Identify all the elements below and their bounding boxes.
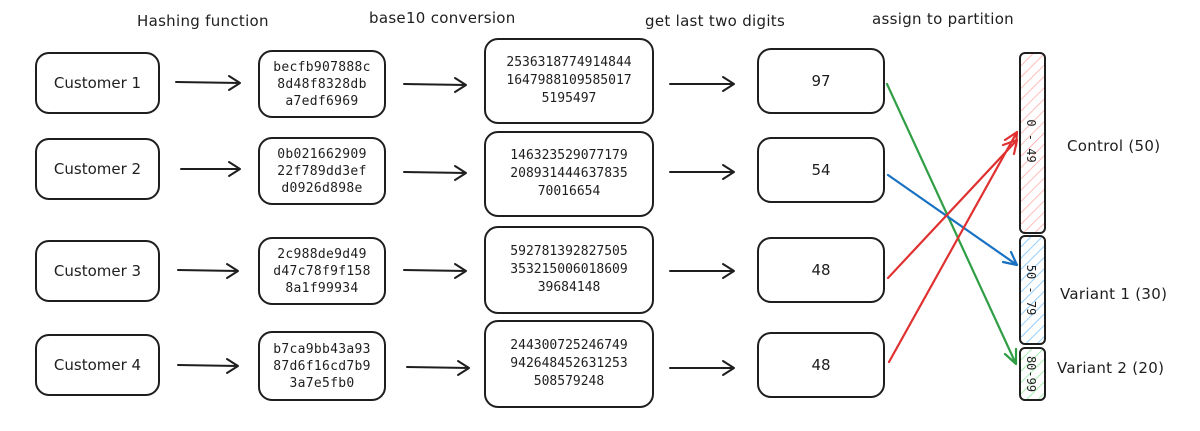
- arrow-base10-2-digits: [669, 164, 735, 180]
- digits-value: 54: [811, 161, 831, 179]
- arrow-base10-4-digits: [669, 360, 735, 376]
- digits-4-box: 48: [757, 332, 885, 398]
- base10-1-box: 2536318774914844 1647988109585017 519549…: [484, 38, 654, 124]
- arrow-customer2-hash: [180, 161, 241, 177]
- partition-variant2-range: 80-99: [1024, 356, 1038, 392]
- partition-control-bar: [1019, 52, 1046, 234]
- arrow-base10-1-digits: [669, 76, 735, 92]
- arrow-hash1-base10: [403, 77, 467, 93]
- base10-4-box: 244300725246749 942648452631253 50857924…: [484, 320, 654, 408]
- assign-arrow-48a-control: [886, 138, 1019, 280]
- base10-3-box: 592781392827505 353215006018609 39684148: [484, 226, 654, 314]
- hash-1-box: becfb907888c 8d48f8328db a7edf6969: [258, 50, 386, 118]
- arrow-base10-3-digits: [669, 263, 735, 279]
- partition-control-label: Control (50): [1067, 137, 1161, 155]
- arrow-customer4-hash: [177, 358, 239, 374]
- partition-variant1-label: Variant 1 (30): [1060, 285, 1168, 303]
- customer-label: Customer 1: [53, 74, 142, 92]
- assign-arrow-54-variant1: [886, 173, 1019, 267]
- header-partition: assign to partition: [872, 10, 1014, 28]
- arrow-hash4-base10: [406, 360, 470, 376]
- base10-2-box: 146323529077179 208931444637835 70016654: [484, 131, 654, 217]
- partition-control-range: 0 - 49: [1024, 119, 1038, 162]
- digits-2-box: 54: [757, 137, 885, 203]
- customer-2-box: Customer 2: [35, 138, 160, 200]
- customer-label: Customer 2: [53, 160, 142, 178]
- customer-4-box: Customer 4: [35, 334, 160, 396]
- header-hashing: Hashing function: [137, 12, 269, 30]
- digits-value: 97: [811, 72, 831, 90]
- arrow-hash2-base10: [403, 165, 467, 181]
- arrow-hash3-base10: [403, 263, 467, 279]
- customer-1-box: Customer 1: [35, 52, 160, 114]
- arrow-customer1-hash: [175, 75, 241, 91]
- assign-arrow-48b-control: [887, 130, 1019, 364]
- partition-variant1-bar: [1019, 235, 1046, 345]
- digits-value: 48: [811, 356, 831, 374]
- digits-1-box: 97: [757, 48, 885, 114]
- hash-3-box: 2c988de9d49 d47c78f9f158 8a1f99934: [258, 237, 386, 305]
- header-digits: get last two digits: [645, 12, 786, 30]
- customer-3-box: Customer 3: [35, 240, 160, 302]
- digits-3-box: 48: [757, 237, 885, 303]
- digits-value: 48: [811, 261, 831, 279]
- assign-arrow-97-variant2: [885, 82, 1018, 366]
- customer-label: Customer 4: [53, 356, 142, 374]
- arrow-customer3-hash: [177, 263, 239, 279]
- header-conversion: base10 conversion: [369, 9, 516, 27]
- partition-variant2-label: Variant 2 (20): [1057, 359, 1165, 377]
- hash-2-box: 0b021662909 22f789dd3ef d0926d898e: [258, 137, 386, 205]
- customer-label: Customer 3: [53, 262, 142, 280]
- partition-variant1-range: 50 - 79: [1024, 265, 1038, 316]
- partition-variant2-bar: [1019, 347, 1046, 401]
- hash-4-box: b7ca9bb43a93 87d6f16cd7b9 3a7e5fb0: [258, 331, 386, 401]
